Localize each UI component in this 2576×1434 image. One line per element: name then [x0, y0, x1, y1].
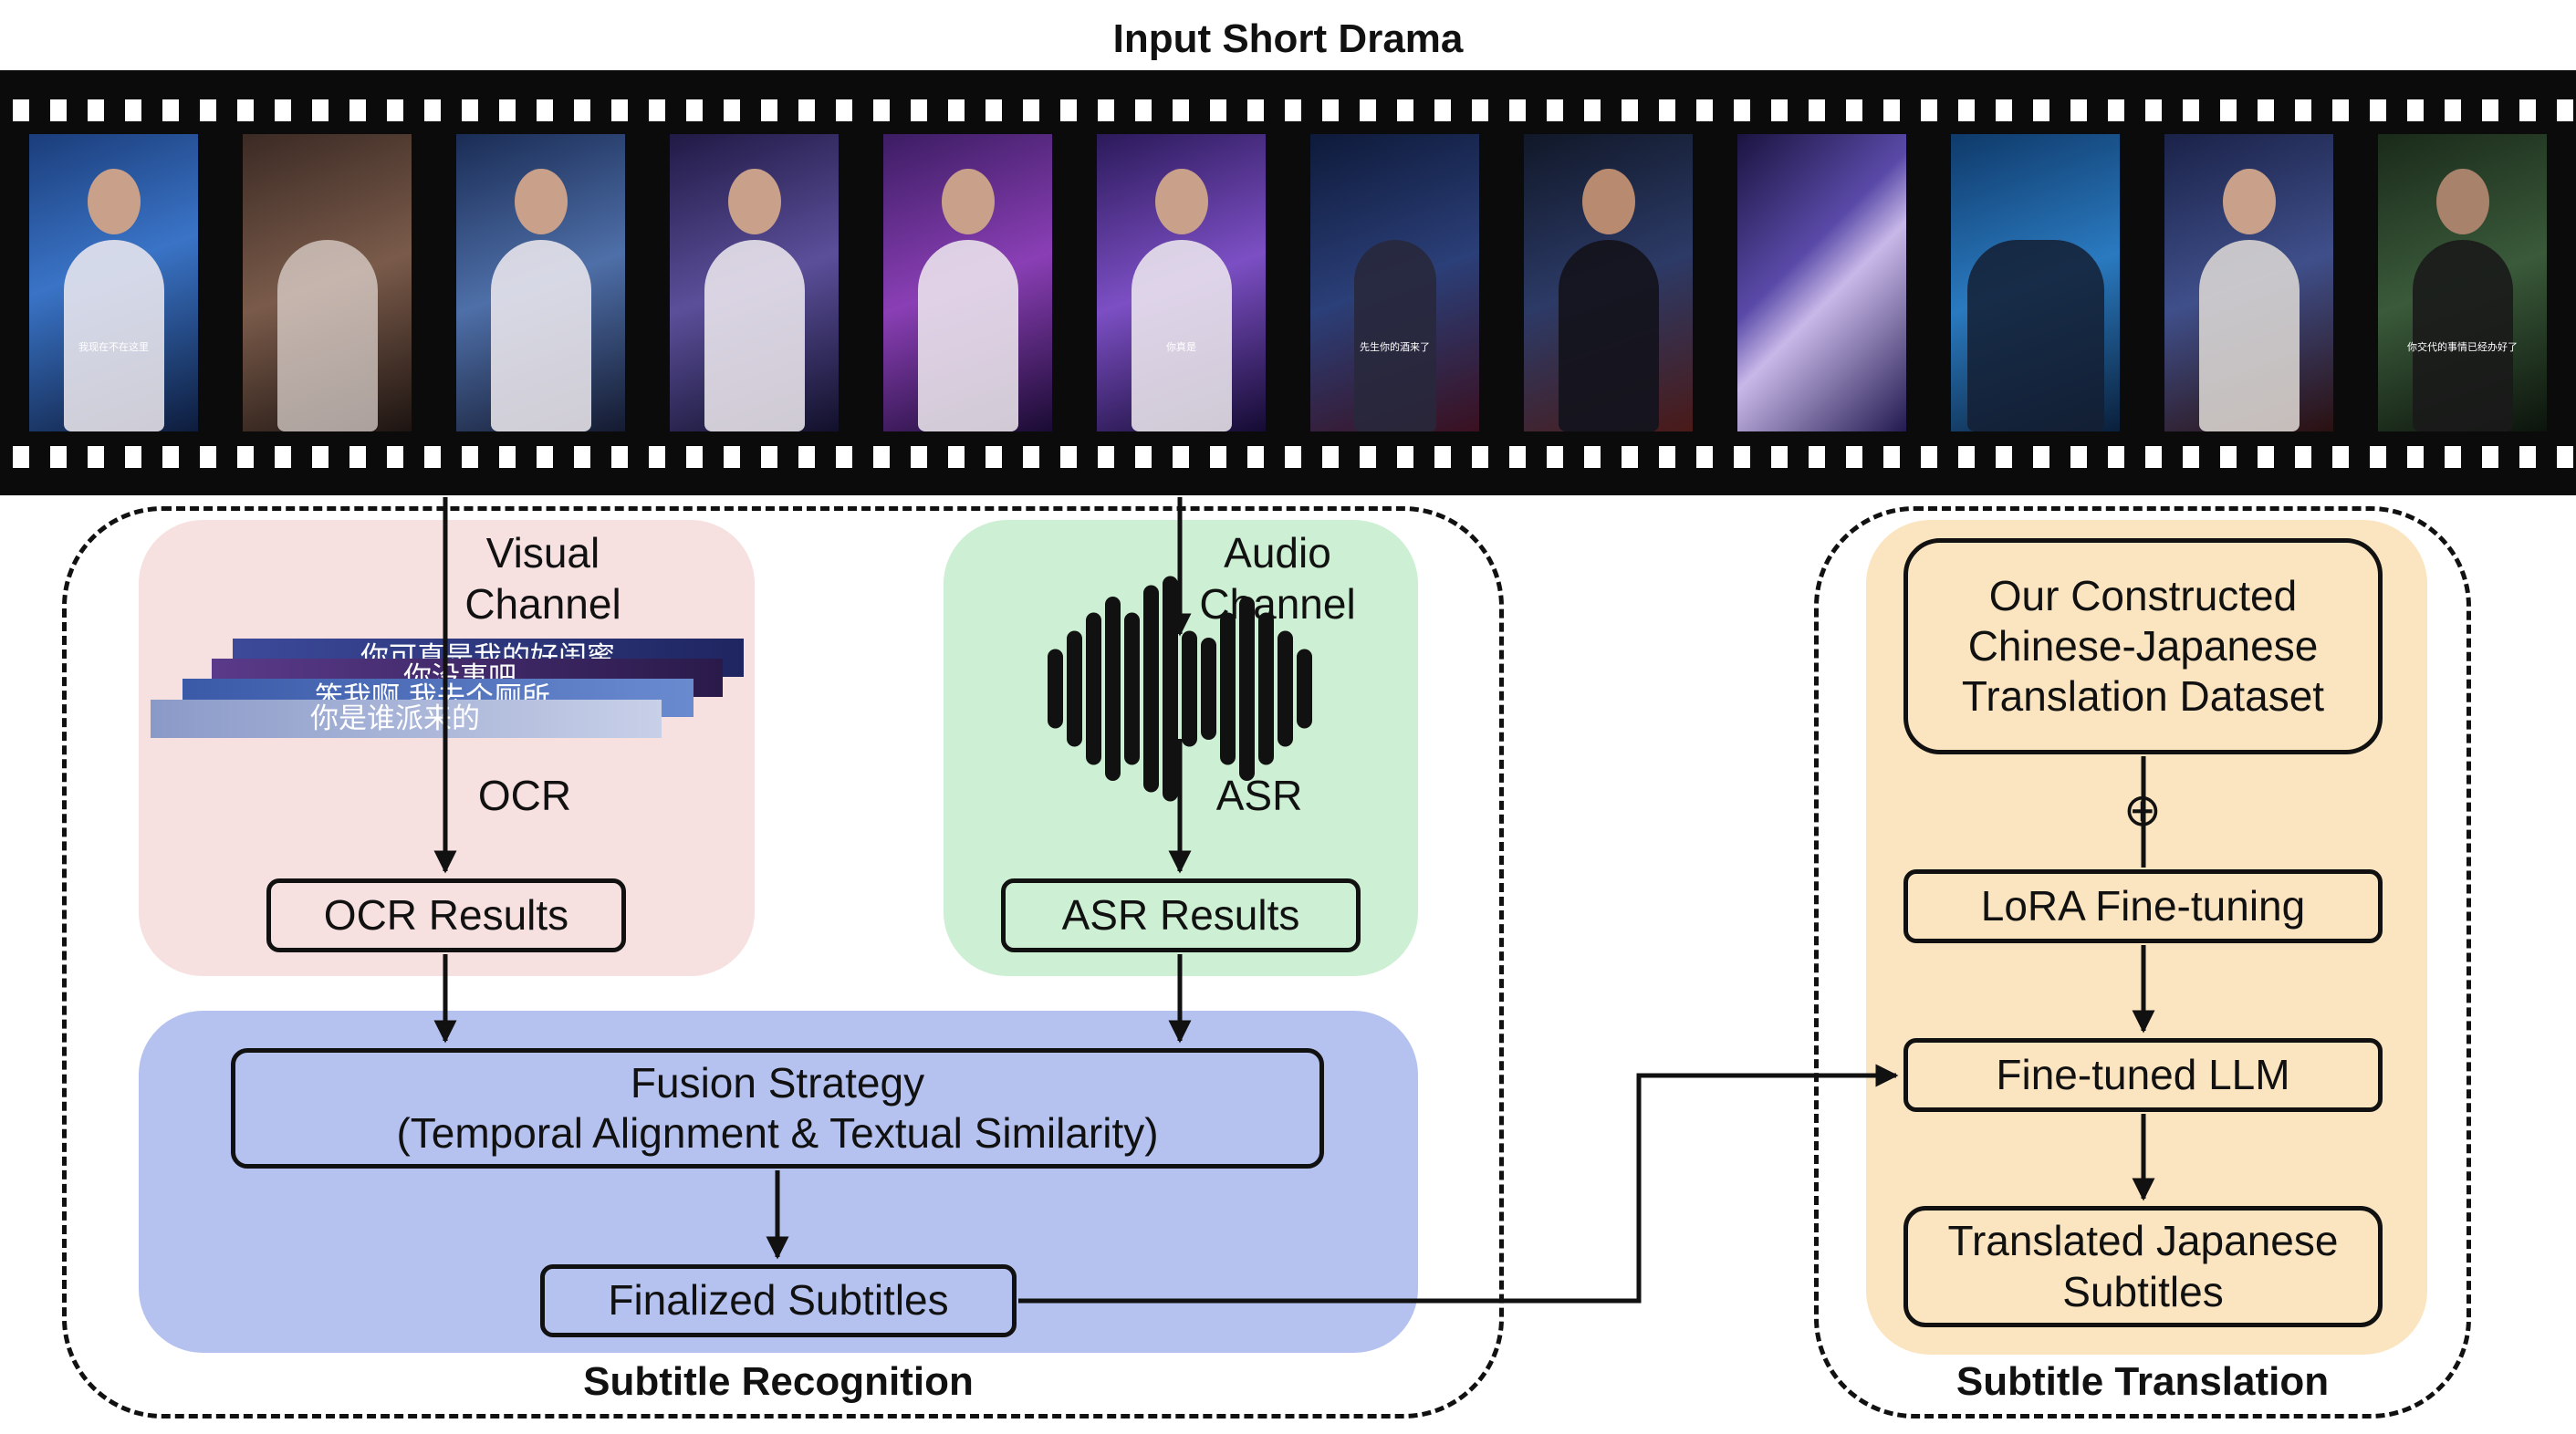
audio-channel-label: Audio Channel	[1195, 527, 1360, 629]
dataset-box: Our Constructed Chinese-Japanese Transla…	[1903, 538, 2383, 754]
video-frame-5	[883, 134, 1052, 431]
video-frame-10	[1951, 134, 2120, 431]
dataset-line1: Our Constructed	[1988, 571, 2298, 619]
ocr-results-box: OCR Results	[266, 878, 626, 952]
video-frame-3	[456, 134, 625, 431]
figure-shape	[276, 240, 378, 431]
plus-icon: ⊕	[2123, 785, 2162, 836]
frame-subtitle: 你交代的事情已经办好了	[2407, 341, 2518, 353]
finetuned-llm-box: Fine-tuned LLM	[1903, 1038, 2383, 1112]
figure-shape	[704, 240, 805, 431]
fusion-strategy-box: Fusion Strategy (Temporal Alignment & Te…	[231, 1048, 1324, 1169]
figure-shape	[2198, 240, 2300, 431]
figure-shape	[490, 240, 591, 431]
video-frame-11	[2164, 134, 2333, 431]
figure-head	[2222, 169, 2276, 234]
figure-head	[1154, 169, 1208, 234]
subtitle-recognition-outline	[62, 506, 1504, 1418]
video-frame-12: 你交代的事情已经办好了	[2378, 134, 2547, 431]
figure-shape	[2412, 240, 2513, 431]
film-strip: 我现在不在这里 你真是 先生你的酒来了 你交代的事情已经办好了	[0, 70, 2576, 495]
figure-head	[514, 169, 568, 234]
video-frame-6: 你真是	[1097, 134, 1266, 431]
fusion-strategy-line2: (Temporal Alignment & Textual Similarity…	[396, 1109, 1159, 1157]
asr-label: ASR	[1215, 772, 1303, 819]
ocr-results-label: OCR Results	[323, 890, 569, 939]
finetuned-llm-label: Fine-tuned LLM	[1996, 1050, 2290, 1098]
film-perforations-bottom	[0, 446, 2576, 468]
figure-shape	[917, 240, 1018, 431]
lora-finetuning-label: LoRA Fine-tuning	[1980, 881, 2306, 930]
subtitle-recognition-label: Subtitle Recognition	[583, 1359, 974, 1404]
audio-channel-line1: Audio	[1224, 529, 1331, 577]
figure-shape	[1966, 240, 2104, 431]
fusion-strategy-line1: Fusion Strategy	[630, 1058, 925, 1107]
frame-subtitle: 我现在不在这里	[78, 341, 149, 353]
figure-shape	[63, 240, 164, 431]
video-frame-8	[1524, 134, 1693, 431]
frame-subtitle: 先生你的酒来了	[1360, 341, 1430, 353]
visual-channel-label: Visual Channel	[461, 527, 625, 629]
figure-head	[1581, 169, 1635, 234]
video-frame-7: 先生你的酒来了	[1310, 134, 1479, 431]
translated-subtitles-box: Translated Japanese Subtitles	[1903, 1206, 2383, 1327]
video-frame-1: 我现在不在这里	[29, 134, 198, 431]
diagram-title: Input Short Drama	[1112, 16, 1464, 61]
video-frame-9	[1737, 134, 1906, 431]
asr-results-label: ASR Results	[1061, 890, 1300, 939]
translation-region	[1866, 520, 2427, 1355]
ocr-label: OCR	[477, 772, 572, 819]
figure-head	[2435, 169, 2489, 234]
translated-subtitles-line1: Translated Japanese	[1947, 1217, 2339, 1265]
dataset-line2: Chinese-Japanese	[1967, 621, 2319, 670]
finalized-subtitles-box: Finalized Subtitles	[540, 1264, 1017, 1337]
lora-finetuning-box: LoRA Fine-tuning	[1903, 869, 2383, 943]
film-perforations-top	[0, 99, 2576, 121]
audio-channel-line2: Channel	[1199, 580, 1356, 628]
subtitle-strip-4: 你是谁派来的	[151, 700, 662, 738]
translated-subtitles-line2: Subtitles	[2062, 1267, 2224, 1315]
subtitle-translation-label: Subtitle Translation	[1955, 1359, 2330, 1404]
figure-shape	[1131, 240, 1232, 431]
visual-channel-line2: Channel	[464, 580, 621, 628]
asr-results-box: ASR Results	[1001, 878, 1361, 952]
frame-subtitle: 你真是	[1166, 341, 1196, 353]
figure-shape	[1353, 240, 1436, 431]
subtitle-translation-outline	[1814, 506, 2471, 1418]
video-frame-4	[670, 134, 839, 431]
finalized-subtitles-label: Finalized Subtitles	[608, 1276, 949, 1325]
figure-head	[727, 169, 781, 234]
figure-shape	[1558, 240, 1659, 431]
visual-channel-line1: Visual	[485, 529, 600, 577]
dataset-line3: Translation Dataset	[1961, 672, 2325, 721]
figure-head	[941, 169, 995, 234]
video-frame-2	[243, 134, 412, 431]
figure-head	[87, 169, 141, 234]
